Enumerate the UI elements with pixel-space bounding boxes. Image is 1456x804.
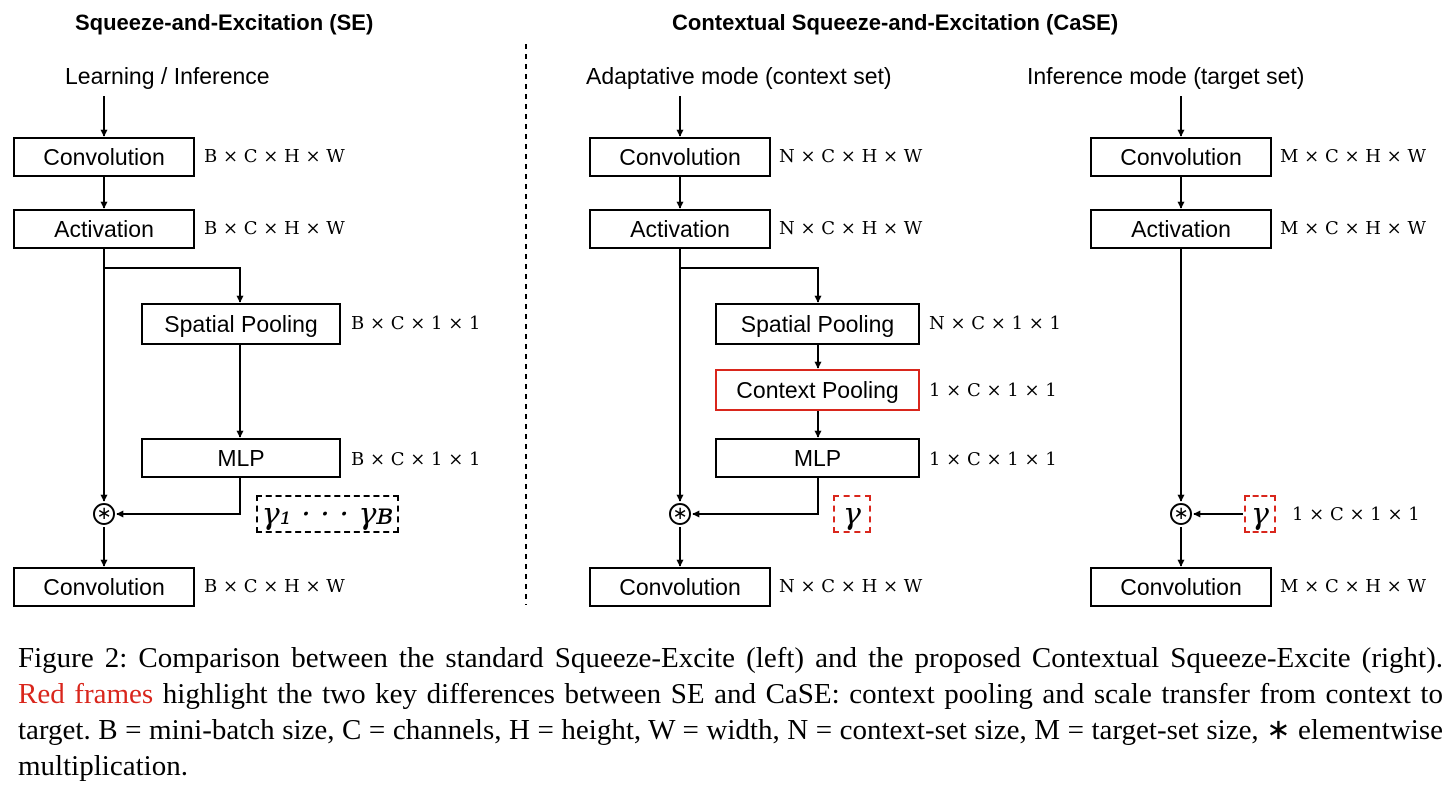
- adapt-mlp-box: MLP: [715, 438, 920, 478]
- infer-dim-output-convolution: M × C × H × W: [1280, 576, 1426, 597]
- infer-activation-box: Activation: [1090, 209, 1272, 249]
- se-dim-activation: B × C × H × W: [204, 218, 345, 239]
- se-dim-spatial-pooling: B × C × 1 × 1: [351, 313, 481, 334]
- adapt-output-convolution-box: Convolution: [589, 567, 771, 607]
- adapt-dim-convolution: N × C × H × W: [779, 146, 923, 167]
- se-output-convolution-box: Convolution: [13, 567, 195, 607]
- adapt-branch-arrow: [680, 267, 822, 303]
- case-title: Contextual Squeeze-and-Excitation (CaSE): [672, 10, 1119, 35]
- adapt-dim-context-pooling: 1 × C × 1 × 1: [929, 380, 1057, 401]
- diagram-connectors: [100, 44, 1243, 605]
- se-convolution-box: Convolution: [13, 137, 195, 177]
- adapt-dim-mlp: 1 × C × 1 × 1: [929, 449, 1057, 470]
- adapt-spatial-pooling-box: Spatial Pooling: [715, 303, 920, 345]
- se-gamma-frame: γ₁ · · · γʙ: [256, 495, 399, 533]
- infer-gamma-frame: γ: [1244, 495, 1276, 533]
- se-activation-box: Activation: [13, 209, 195, 249]
- se-branch-arrow: [104, 267, 244, 303]
- infer-multiply-node: ∗: [1170, 503, 1192, 525]
- se-dim-output-convolution: B × C × H × W: [204, 576, 345, 597]
- caption-red-frames: Red frames: [18, 678, 154, 710]
- infer-convolution-box: Convolution: [1090, 137, 1272, 177]
- adapt-activation-box: Activation: [589, 209, 771, 249]
- adapt-mlp-mult-arrow: [692, 478, 819, 518]
- adapt-gamma-frame: γ: [833, 495, 871, 533]
- caption-text-1: Figure 2: Comparison between the standar…: [18, 642, 1443, 674]
- adapt-convolution-box: Convolution: [589, 137, 771, 177]
- infer-dim-gamma: 1 × C × 1 × 1: [1292, 504, 1420, 525]
- adapt-mode-label: Adaptative mode (context set): [586, 63, 892, 89]
- adapt-dim-activation: N × C × H × W: [779, 218, 923, 239]
- infer-output-convolution-box: Convolution: [1090, 567, 1272, 607]
- se-spatial-pooling-box: Spatial Pooling: [141, 303, 341, 345]
- adapt-dim-output-convolution: N × C × H × W: [779, 576, 923, 597]
- adapt-dim-spatial-pooling: N × C × 1 × 1: [929, 313, 1062, 334]
- figure-caption: Figure 2: Comparison between the standar…: [18, 640, 1443, 784]
- infer-dim-activation: M × C × H × W: [1280, 218, 1426, 239]
- caption-text-2: highlight the two key differences betwee…: [18, 678, 1443, 782]
- se-mode-label: Learning / Inference: [65, 63, 270, 89]
- infer-dim-convolution: M × C × H × W: [1280, 146, 1426, 167]
- se-mlp-box: MLP: [141, 438, 341, 478]
- se-dim-mlp: B × C × 1 × 1: [351, 449, 481, 470]
- adapt-multiply-node: ∗: [669, 503, 691, 525]
- adapt-context-pooling-box: Context Pooling: [715, 369, 920, 411]
- infer-mode-label: Inference mode (target set): [1027, 63, 1305, 89]
- se-dim-convolution: B × C × H × W: [204, 146, 345, 167]
- se-multiply-node: ∗: [93, 503, 115, 525]
- se-title: Squeeze-and-Excitation (SE): [75, 10, 374, 35]
- se-mlp-mult-arrow: [116, 478, 241, 518]
